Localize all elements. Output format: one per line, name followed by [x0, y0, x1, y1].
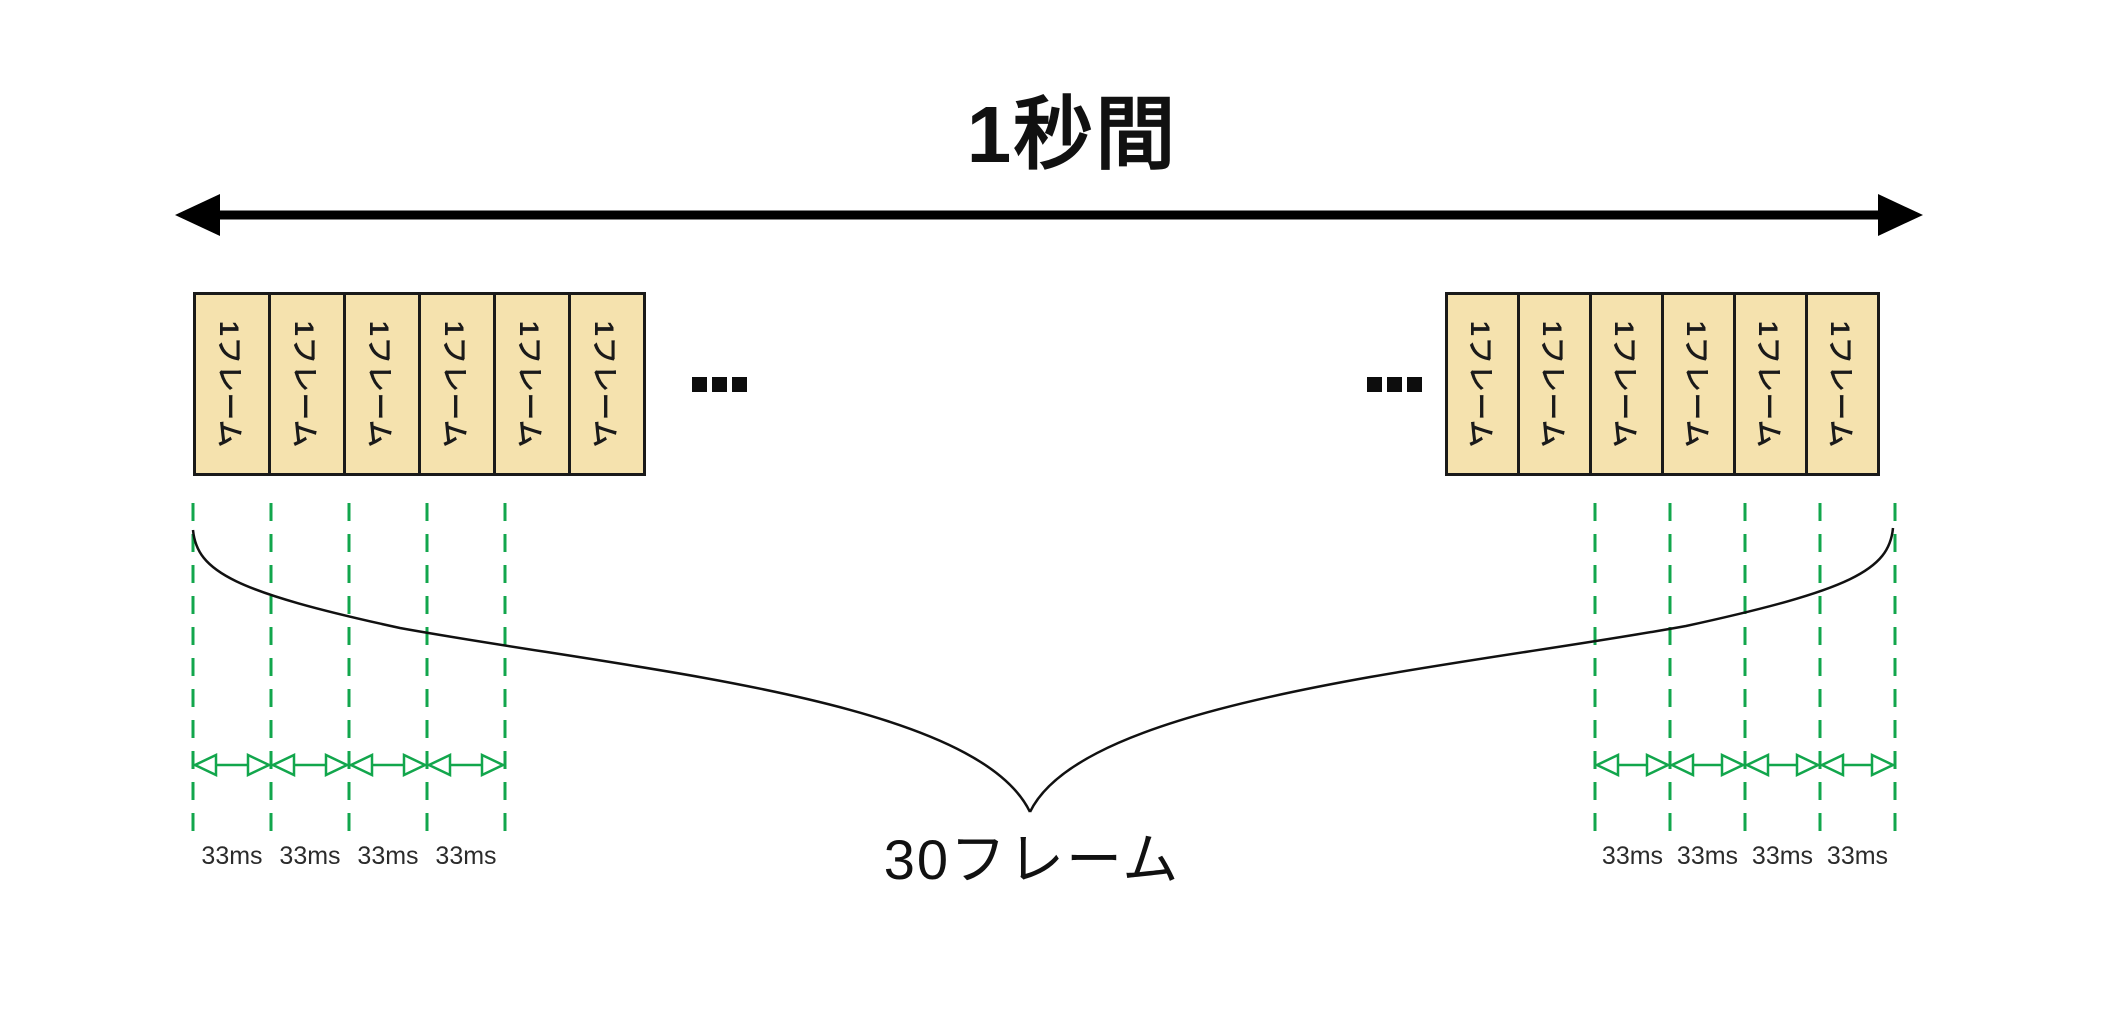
frame-label: 1フレーム	[1465, 320, 1495, 448]
frame-box: 1フレーム	[1517, 292, 1592, 476]
ellipsis-dot	[1367, 377, 1382, 392]
frame-box: 1フレーム	[343, 292, 421, 476]
total-frames-label: 30フレーム	[883, 828, 1181, 891]
frame-box: 1フレーム	[193, 292, 271, 476]
frame-label: 1フレーム	[439, 320, 470, 448]
ellipsis-dot	[712, 377, 727, 392]
interval-duration-label: 33ms	[435, 842, 497, 870]
ellipsis-icon	[1367, 377, 1422, 392]
ellipsis-dot	[692, 377, 707, 392]
frame-label: 1フレーム	[364, 320, 395, 448]
frame-label: 1フレーム	[1681, 320, 1711, 448]
frame-box: 1フレーム	[568, 292, 646, 476]
timespan-double-arrow-icon	[175, 194, 1923, 236]
frame-label: 1フレーム	[1753, 320, 1783, 448]
interval-duration-label: 33ms	[279, 842, 341, 870]
ellipsis-dot	[1407, 377, 1422, 392]
frame-box: 1フレーム	[268, 292, 346, 476]
left-interval-arrows-icon	[192, 753, 506, 777]
interval-duration-label: 33ms	[1676, 842, 1739, 870]
frame-box: 1フレーム	[1733, 292, 1808, 476]
frame-box: 1フレーム	[493, 292, 571, 476]
title-one-second: 1秒間	[966, 90, 1178, 179]
interval-duration-label: 33ms	[1826, 842, 1889, 870]
left-frame-group: 1フレーム 1フレーム 1フレーム 1フレーム 1フレーム 1フレーム	[193, 292, 646, 476]
frame-box: 1フレーム	[1805, 292, 1880, 476]
interval-duration-label: 33ms	[1601, 842, 1664, 870]
frame-label: 1フレーム	[1537, 320, 1567, 448]
frame-box: 1フレーム	[1589, 292, 1664, 476]
frame-label: 1フレーム	[289, 320, 320, 448]
right-boundary-dashed-lines	[1593, 503, 1897, 842]
interval-duration-label: 33ms	[201, 842, 263, 870]
frame-box: 1フレーム	[1445, 292, 1520, 476]
frame-label: 1フレーム	[214, 320, 245, 448]
ellipsis-dot	[1387, 377, 1402, 392]
brace-curve-icon	[191, 527, 1895, 813]
frame-label: 1フレーム	[514, 320, 545, 448]
right-interval-arrows-icon	[1594, 753, 1896, 777]
right-frame-group: 1フレーム 1フレーム 1フレーム 1フレーム 1フレーム 1フレーム	[1445, 292, 1880, 476]
ellipsis-icon	[692, 377, 747, 392]
frame-label: 1フレーム	[1825, 320, 1855, 448]
frame-label: 1フレーム	[589, 320, 620, 448]
frame-box: 1フレーム	[1661, 292, 1736, 476]
frame-box: 1フレーム	[418, 292, 496, 476]
ellipsis-dot	[732, 377, 747, 392]
interval-duration-label: 33ms	[357, 842, 419, 870]
frame-label: 1フレーム	[1609, 320, 1639, 448]
interval-duration-label: 33ms	[1751, 842, 1814, 870]
left-boundary-dashed-lines	[191, 503, 507, 842]
